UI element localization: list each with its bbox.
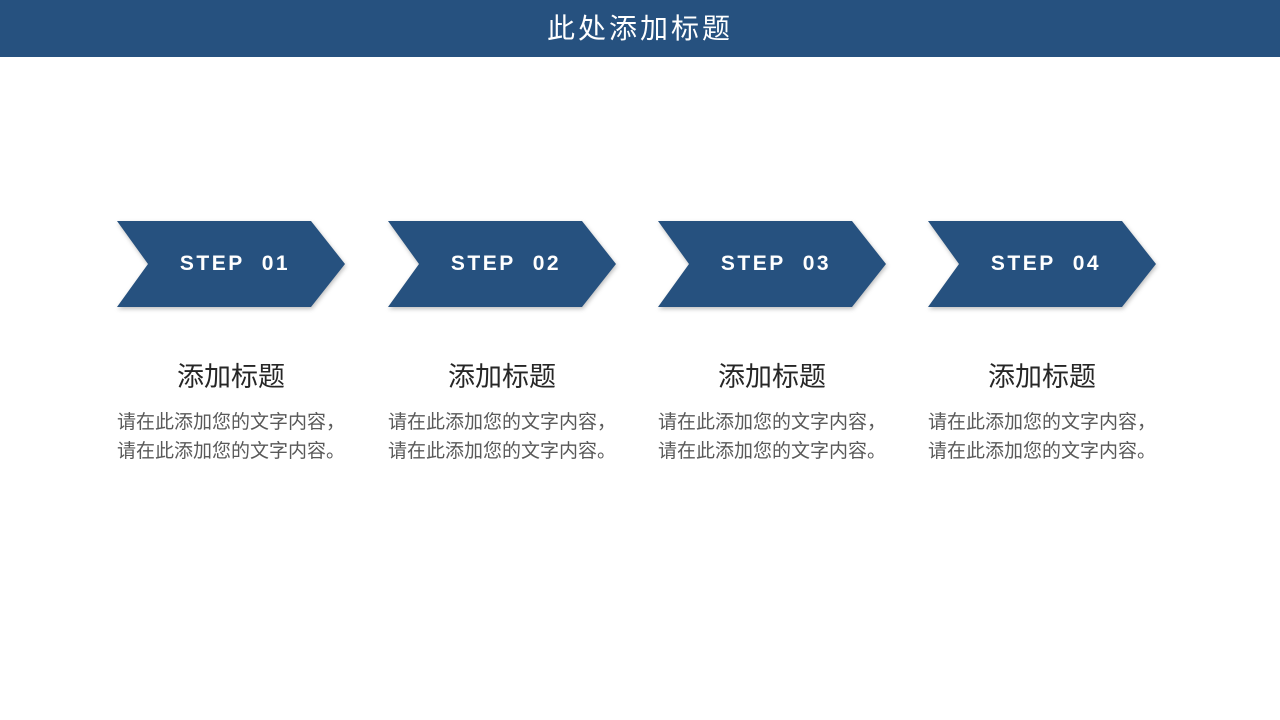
step-title-4: 添加标题 bbox=[988, 362, 1096, 392]
chevron-shape: STEP 02 bbox=[388, 221, 616, 307]
step-title-2: 添加标题 bbox=[448, 362, 556, 392]
step-body-line1-3: 请在此添加您的文字内容， bbox=[657, 412, 886, 433]
chevron-shape: STEP 03 bbox=[658, 221, 886, 307]
slide-header-bar: 此处添加标题 bbox=[0, 0, 1280, 57]
step-column-2: 添加标题 请在此添加您的文字内容， 请在此添加您的文字内容。 bbox=[372, 359, 632, 466]
step-arrow-3: STEP 03 bbox=[658, 221, 886, 307]
step-badge-label-4: STEP 04 bbox=[990, 252, 1102, 275]
step-arrow-1: STEP 01 bbox=[117, 221, 345, 307]
step-column-4: 添加标题 请在此添加您的文字内容， 请在此添加您的文字内容。 bbox=[912, 359, 1172, 466]
step-body-line1-1: 请在此添加您的文字内容， bbox=[116, 412, 345, 433]
step-badge-label-1: STEP 01 bbox=[179, 252, 291, 275]
step-arrow-2: STEP 02 bbox=[388, 221, 616, 307]
step-body-line2-3: 请在此添加您的文字内容。 bbox=[657, 441, 886, 462]
slide-title: 此处添加标题 bbox=[546, 13, 733, 44]
step-body-line2-2: 请在此添加您的文字内容。 bbox=[387, 441, 616, 462]
step-badge-label-2: STEP 02 bbox=[450, 252, 562, 275]
step-arrow-4: STEP 04 bbox=[928, 221, 1156, 307]
step-body-line1-4: 请在此添加您的文字内容， bbox=[927, 412, 1156, 433]
step-column-3: 添加标题 请在此添加您的文字内容， 请在此添加您的文字内容。 bbox=[642, 359, 902, 466]
chevron-shape: STEP 04 bbox=[928, 221, 1156, 307]
chevron-shape: STEP 01 bbox=[117, 221, 345, 307]
step-column-1: 添加标题 请在此添加您的文字内容， 请在此添加您的文字内容。 bbox=[101, 359, 361, 466]
step-badge-label-3: STEP 03 bbox=[720, 252, 832, 275]
step-title-3: 添加标题 bbox=[718, 362, 826, 392]
step-body-line1-2: 请在此添加您的文字内容， bbox=[387, 412, 616, 433]
step-body-line2-4: 请在此添加您的文字内容。 bbox=[927, 441, 1156, 462]
step-body-line2-1: 请在此添加您的文字内容。 bbox=[116, 441, 345, 462]
step-title-1: 添加标题 bbox=[177, 362, 285, 392]
